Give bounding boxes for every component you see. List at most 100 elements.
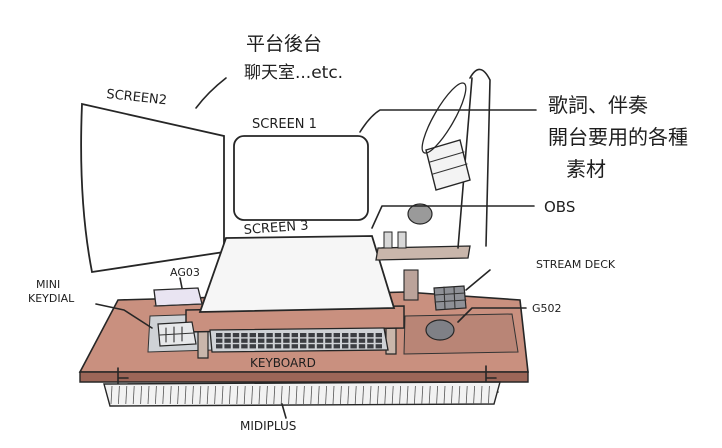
keyboard-key [367, 333, 374, 338]
keyboard-key [333, 338, 340, 343]
note-screen1-line1: 歌詞、伴奏 [548, 93, 648, 117]
computer-keyboard [209, 327, 389, 353]
keyboard-key [216, 338, 223, 343]
keyboard-key [274, 333, 282, 338]
midi-key [451, 385, 453, 405]
keyboard-key [375, 338, 382, 343]
mic-shelf [375, 245, 471, 261]
screen1-monitor [233, 135, 369, 221]
midi-key [428, 385, 431, 405]
note-screen1-line2: 開台要用的各種 [548, 125, 688, 149]
keyboard-key [300, 344, 307, 349]
stand-leg-left [197, 328, 209, 359]
midi-key [377, 385, 379, 405]
midi-key [140, 385, 142, 405]
mic-body [425, 139, 471, 191]
midi-key [295, 385, 298, 405]
midi-key [251, 385, 253, 405]
midi-key [384, 385, 387, 405]
keyboard-key [342, 338, 349, 343]
midi-key [399, 385, 401, 405]
midi-key [125, 385, 128, 405]
midi-key [266, 385, 268, 405]
keyboard-key [350, 338, 357, 343]
midi-key [199, 385, 202, 405]
keyboard-key [350, 344, 357, 349]
label-screen2: SCREEN2 [106, 87, 168, 108]
midi-key [369, 385, 372, 405]
midi-key [317, 385, 320, 405]
screen2-frame [80, 102, 225, 274]
keyboard-key [258, 333, 265, 338]
keyboard-key [274, 338, 282, 343]
keyboard-key [342, 333, 349, 338]
keyboard-key [291, 333, 298, 338]
pointer-screen2 [195, 77, 227, 109]
keyboard-key [249, 333, 256, 338]
midi-key [288, 385, 290, 405]
keyboard-key [258, 344, 265, 349]
note-screen2-line1: 平台後台 [246, 33, 322, 55]
label-screen3: SCREEN 3 [243, 218, 309, 237]
keyboard-key [367, 344, 374, 349]
midi-key [332, 385, 335, 405]
note-screen2-line2: 聊天室...etc. [244, 63, 343, 83]
label-g502: G502 [532, 302, 562, 315]
midi-key [443, 385, 446, 405]
mic-head [407, 203, 433, 225]
keyboard-key [216, 333, 223, 338]
keyboard-key [375, 333, 382, 338]
keyboard-key [283, 344, 290, 349]
midi-key [310, 385, 313, 405]
keyboard-key [358, 333, 366, 338]
midi-key [473, 385, 475, 405]
midi-keyboard [103, 381, 501, 407]
keyboard-key [300, 338, 307, 343]
midi-key [243, 385, 246, 405]
pop-filter [421, 82, 467, 154]
midi-key [192, 385, 194, 405]
keyboard-key [249, 344, 256, 349]
keyboard-key [258, 338, 265, 343]
keyboard-keys [216, 333, 382, 349]
midi-key [155, 385, 157, 405]
keyboard-key [300, 333, 307, 338]
keyboard-key [232, 338, 240, 343]
midi-key [177, 385, 179, 405]
midi-key [391, 385, 394, 405]
midi-key [488, 385, 490, 405]
midi-key [214, 385, 216, 405]
midi-keyboard-body [103, 381, 501, 407]
midi-key [184, 385, 187, 405]
midi-keys [110, 385, 490, 405]
midi-key [406, 385, 409, 405]
midi-key [147, 385, 150, 405]
keyboard-key [266, 333, 273, 338]
stream-deck-device [433, 285, 467, 311]
midi-key [480, 385, 483, 405]
keyboard-key [316, 333, 324, 338]
keyboard-key [232, 333, 240, 338]
keyboard-key [224, 333, 231, 338]
keyboard-key [325, 338, 332, 343]
keyboard-key [325, 344, 332, 349]
midi-key [221, 385, 224, 405]
keyboard-key [266, 338, 273, 343]
pointer-screen1 [359, 109, 537, 133]
pointer-lines [95, 77, 537, 419]
desk-speaker [403, 269, 419, 301]
keyboard-key [224, 338, 231, 343]
keyboard-key [232, 344, 240, 349]
keyboard-key [291, 338, 298, 343]
keyboard-key [266, 344, 273, 349]
pointer-midiplus [281, 403, 287, 419]
keyboard-key [325, 333, 332, 338]
keyboard-key [308, 344, 315, 349]
midi-key [273, 385, 276, 405]
midi-key [110, 385, 113, 405]
keyboard-key [316, 338, 324, 343]
midi-key [347, 385, 350, 405]
keyboard-key [241, 344, 248, 349]
note-screen1-line3: 素材 [566, 157, 606, 181]
